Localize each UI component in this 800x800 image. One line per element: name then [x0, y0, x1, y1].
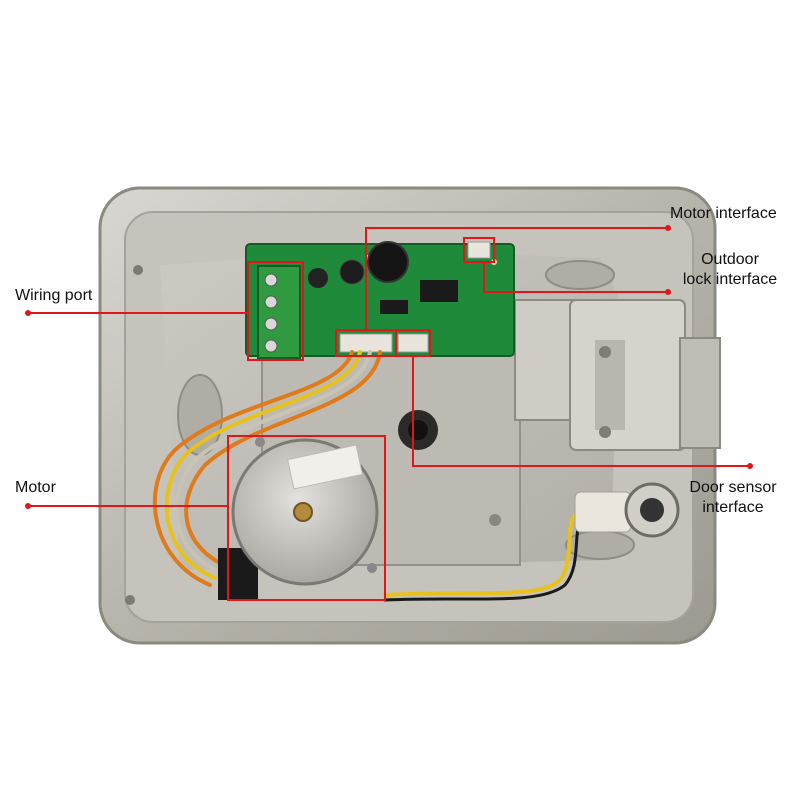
leader-dots [25, 225, 753, 509]
outdoor-lock-interface-label: Outdoor lock interface [670, 250, 790, 290]
wiring-port-label: Wiring port [15, 287, 93, 304]
leader-lines [28, 227, 750, 507]
circuit-board [245, 241, 515, 359]
motor-connector [339, 333, 393, 353]
motor-highlight [227, 435, 386, 601]
outdoor-lock-label-line2: lock interface [682, 271, 778, 288]
motor [218, 437, 379, 600]
wiring-port-highlight [247, 261, 304, 361]
motor-interface-label: Motor interface [670, 205, 777, 222]
outdoor-lock-highlight [463, 237, 495, 263]
outdoor-lock-label-line1: Outdoor [701, 251, 759, 268]
outdoor-lock-connector [467, 241, 491, 259]
latch-bolt [514, 299, 721, 451]
callouts [227, 237, 495, 601]
buzzer [367, 241, 409, 283]
terminal-block [257, 265, 301, 359]
door-sensor-connector [397, 333, 429, 353]
wiring-harness [152, 350, 584, 602]
door-sensor-label-line2: interface [702, 499, 764, 516]
door-sensor [574, 482, 680, 538]
motor-label: Motor [15, 479, 56, 496]
door-sensor-interface-label: Door sensor interface [678, 478, 788, 518]
door-sensor-label-line1: Door sensor [689, 479, 777, 496]
